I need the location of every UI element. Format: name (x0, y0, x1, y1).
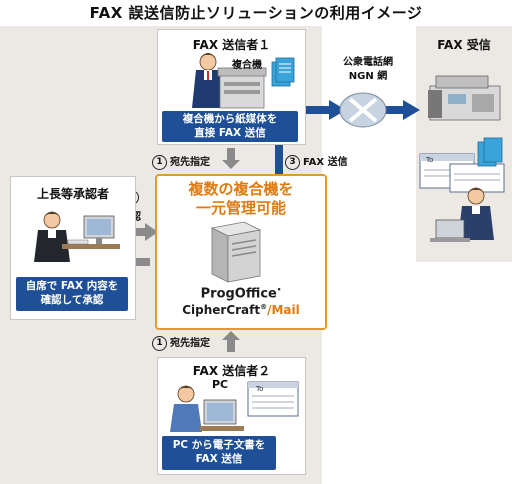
arrow-sender1-to-center (222, 148, 240, 169)
center-line1: 複数の複合機を (188, 180, 294, 198)
fax-machine-icon (428, 75, 501, 121)
product-subname: CipherCraft®/Mail (157, 303, 325, 317)
person-icon (458, 187, 494, 240)
approver-line1: 自席で FAX 内容を (25, 280, 119, 292)
center-line2: 一元管理可能 (195, 199, 286, 217)
receiver-title: FAX 受信 (437, 38, 491, 52)
product-name-mark: • (276, 286, 282, 294)
pc-monitor-icon (200, 399, 244, 431)
person-icon (192, 53, 224, 108)
sender2-device-label: PC (212, 378, 229, 391)
network-line1: 公衆電話網 (343, 57, 393, 68)
person-icon (170, 385, 202, 432)
approver-illustration (34, 211, 120, 262)
network-label: 公衆電話網 NGN 網 (330, 56, 406, 84)
approver-line2: 確認して承認 (40, 294, 104, 306)
step1-top-number: 1 (152, 154, 167, 170)
sender1-device-label: 複合機 (232, 60, 262, 71)
copier-icon (217, 67, 267, 109)
step3-label: FAX 送信 (303, 157, 348, 168)
product-subname-suffix: /Mail (267, 303, 300, 317)
step1-top-label: 宛先指定 (170, 157, 210, 168)
document-window-icon (419, 153, 505, 193)
sender2-title: FAX 送信者２ (192, 364, 271, 378)
sender2-window-to: To (256, 385, 264, 393)
center-management-box: 複数の複合機を 一元管理可能 (155, 174, 327, 330)
step3-number: 3 (285, 154, 300, 170)
step1-bottom-label: 宛先指定 (170, 338, 210, 349)
receiver-window-to: To (426, 156, 434, 164)
sender2-illustration (170, 381, 299, 432)
sender2-line1: PC から電子文書を (172, 439, 266, 451)
documents-icon (477, 137, 503, 167)
network-icon (339, 92, 387, 128)
approver-description: 自席で FAX 内容を 確認して承認 (16, 277, 128, 311)
product-name-text: ProgOffice (200, 286, 277, 302)
sender2-line2: FAX 送信 (195, 453, 243, 465)
sender1-line1: 複合機から紙媒体を (182, 113, 278, 125)
approver-title: 上長等承認者 (36, 187, 109, 201)
sender1-line2: 直接 FAX 送信 (194, 127, 266, 139)
server-icon (210, 221, 262, 283)
documents-icon (271, 57, 295, 87)
product-subname-text: CipherCraft (182, 303, 261, 317)
page-title: FAX 誤送信防止ソリューションの利用イメージ (89, 4, 423, 22)
product-subname-mark: ® (260, 303, 268, 311)
sender1-description: 複合機から紙媒体を 直接 FAX 送信 (162, 111, 298, 142)
step1-bottom-number: 1 (152, 335, 167, 351)
sender1-title: FAX 送信者１ (192, 38, 271, 52)
network-line2: NGN 網 (348, 71, 388, 82)
product-name: ProgOffice• (157, 286, 325, 301)
receiver-illustration (419, 75, 505, 242)
laptop-icon (430, 219, 470, 242)
desk-monitor-icon (62, 215, 120, 249)
person-icon (34, 211, 70, 262)
arrow-sender2-to-center (222, 331, 240, 352)
sender1-illustration (192, 53, 295, 109)
sender2-description: PC から電子文書を FAX 送信 (162, 436, 276, 470)
document-window-icon (247, 381, 299, 417)
